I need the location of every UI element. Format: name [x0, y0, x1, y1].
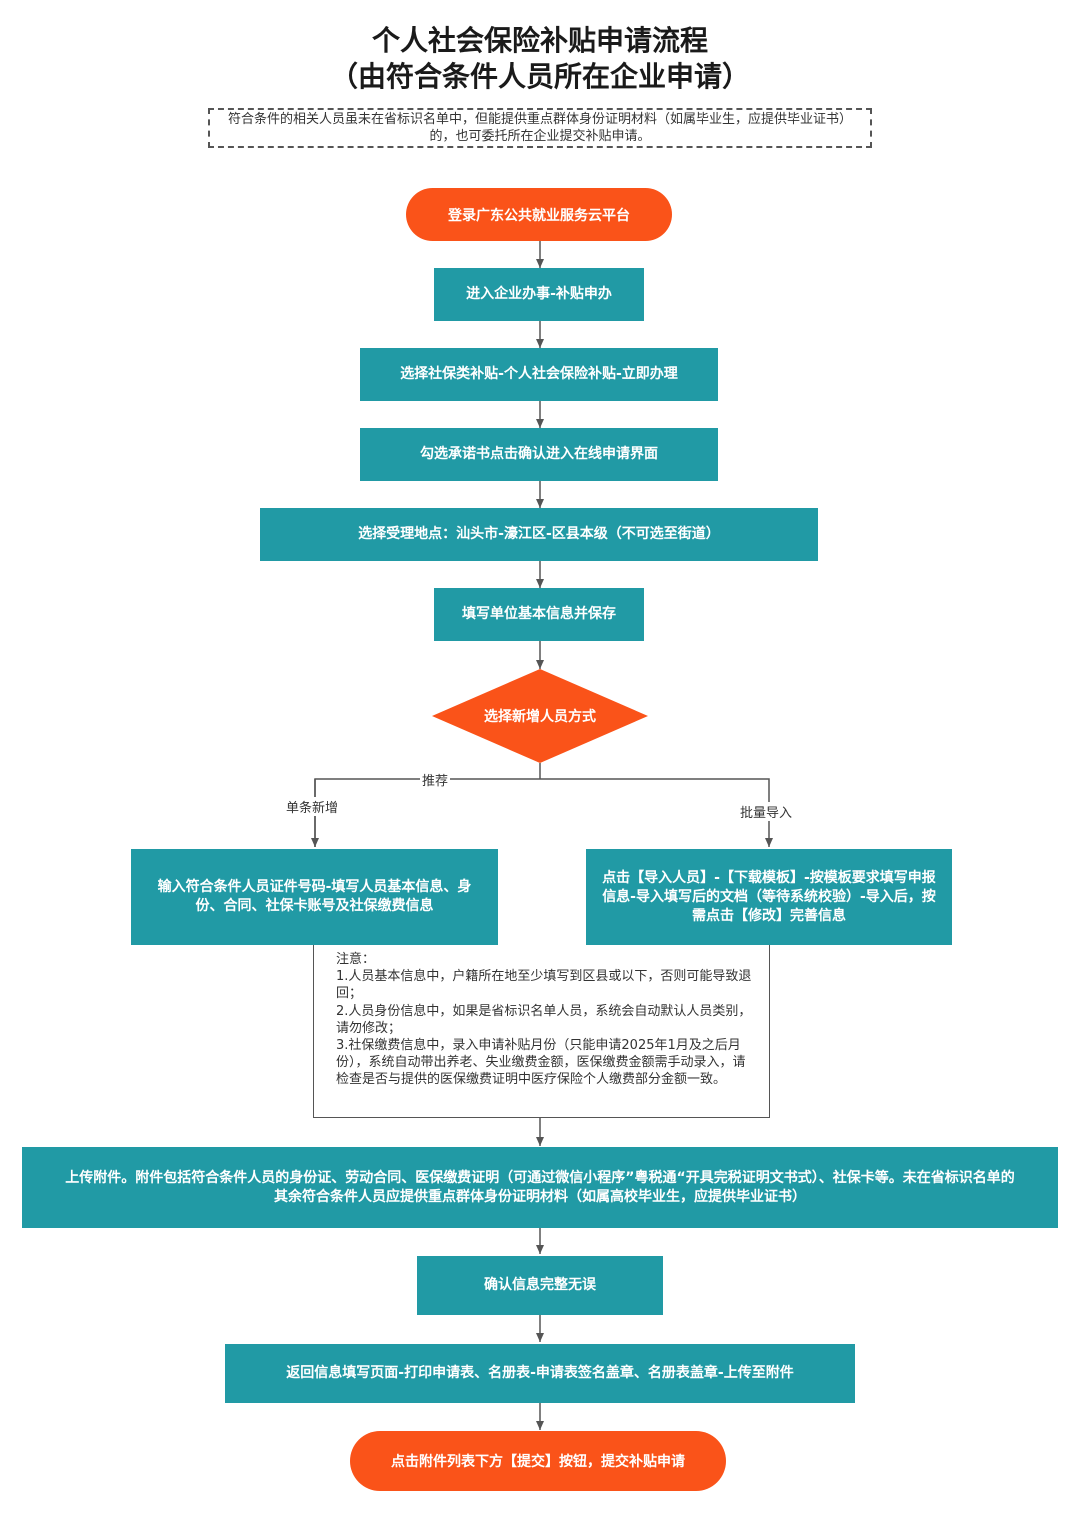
decision-label: 选择新增人员方式	[484, 709, 596, 725]
label-single: 单条新增	[286, 797, 339, 816]
branch-batch	[314, 778, 773, 847]
step-select-location: 选择受理地点：汕头市-濠江区-区县本级（不可选至街道）	[260, 508, 818, 561]
step-fill-unit: 填写单位基本信息并保存	[434, 588, 644, 641]
page-subtitle: （由符合条件人员所在企业申请）	[329, 60, 750, 93]
attention-note: 注意： 1.人员基本信息中，户籍所在地至少填写到区县或以下，否则可能导致退回； …	[313, 945, 770, 1118]
intro-note-text: 符合条件的相关人员虽未在省标识名单中，但能提供重点群体身份证明材料（如属毕业生，…	[227, 112, 852, 144]
attention-item-1: 1.人员基本信息中，户籍所在地至少填写到区县或以下，否则可能导致退回；	[336, 969, 752, 1002]
decision-diamond	[432, 669, 648, 763]
step-submit: 点击附件列表下方【提交】按钮，提交补贴申请	[350, 1431, 726, 1491]
step-login: 登录广东公共就业服务云平台	[406, 188, 672, 241]
page-title: 个人社会保险补贴申请流程	[371, 24, 708, 57]
attention-heading: 注意：	[336, 952, 376, 967]
step-single-input: 输入符合条件人员证件号码-填写人员基本信息、身份、合同、社保卡账号及社保缴费信息	[131, 849, 498, 945]
attention-item-3: 3.社保缴费信息中，录入申请补贴月份（只能申请2025年1月及之后月份），系统自…	[336, 1038, 746, 1088]
step-batch-import: 点击【导入人员】-【下载模板】-按模板要求填写申报信息-导入填写后的文档（等待系…	[586, 849, 952, 945]
step-select-type: 选择社保类补贴-个人社会保险补贴-立即办理	[360, 348, 718, 401]
step-enter: 进入企业办事-补贴申办	[434, 268, 644, 321]
label-recommended: 推荐	[420, 770, 451, 789]
step-return-print: 返回信息填写页面-打印申请表、名册表-申请表签名盖章、名册表盖章-上传至附件	[225, 1344, 855, 1403]
step-confirm-info: 确认信息完整无误	[417, 1256, 663, 1315]
step-confirm-commitment: 勾选承诺书点击确认进入在线申请界面	[360, 428, 718, 481]
attention-item-2: 2.人员身份信息中，如果是省标识名单人员，系统会自动默认人员类别，请勿修改；	[336, 1003, 752, 1036]
intro-note: 符合条件的相关人员虽未在省标识名单中，但能提供重点群体身份证明材料（如属毕业生，…	[208, 108, 872, 148]
step-upload: 上传附件。附件包括符合条件人员的身份证、劳动合同、医保缴费证明（可通过微信小程序…	[22, 1147, 1058, 1228]
label-batch: 批量导入	[740, 802, 793, 821]
